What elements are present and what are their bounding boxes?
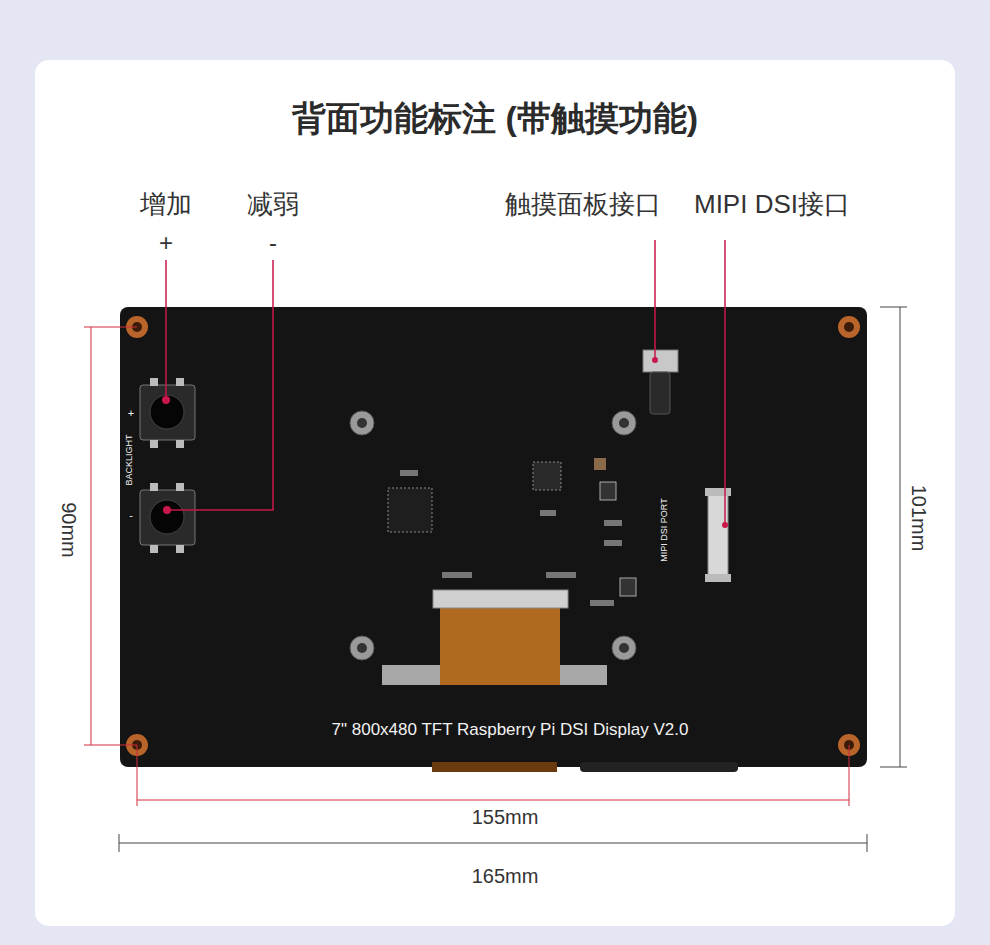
silkscreen-text: 7" 800x480 TFT Raspberry Pi DSI Display … [332,720,689,740]
leader-dots [162,357,728,528]
silkscreen-text: - [129,509,133,522]
dimension: 101mm [907,485,930,552]
flex-edge [580,762,738,772]
components [388,458,636,606]
silkscreen-text: BACKLIGHT [124,434,134,485]
dimension: 155mm [472,806,539,829]
buttons [140,378,195,553]
dimension: 165mm [472,865,539,888]
silkscreen-text: MIPI DSI PORT [659,498,669,561]
button-label: 减弱 [247,190,299,220]
dsi-connector [705,574,731,582]
port-label: 触摸面板接口 [505,190,661,220]
standoffs [126,316,860,756]
card [35,60,955,926]
touch-connector [643,350,678,372]
flex-edge [432,762,557,772]
leader-lines [166,240,725,525]
title: 背面功能标注 (带触摸功能) [0,96,990,142]
port-label: MIPI DSI接口 [694,190,850,220]
touch-flex [650,372,670,414]
button-label: 增加 [140,190,192,220]
button-sign: - [269,229,277,257]
dimension-lines [119,307,907,852]
dimension-lines [84,327,849,806]
dsi-connector [705,488,731,496]
pcb-board [120,307,867,767]
dimension: 90mm [57,502,80,558]
flex-cable [440,605,560,685]
button-sign: + [159,229,173,257]
silkscreen-text: + [128,407,134,420]
fpc-connector [433,590,568,608]
